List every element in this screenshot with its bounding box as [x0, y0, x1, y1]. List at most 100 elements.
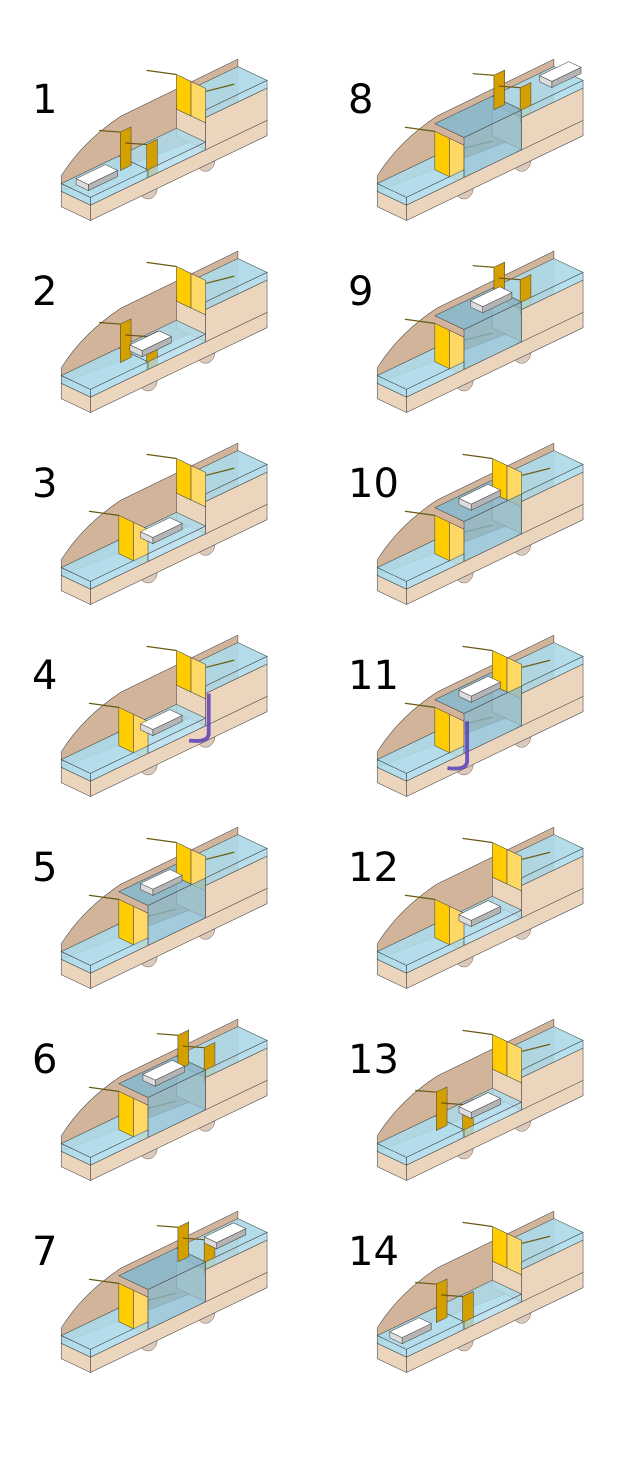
boat-deck	[142, 1060, 186, 1081]
upper-gate-leaf-right	[190, 273, 206, 316]
upper-pool-side	[521, 1039, 584, 1078]
boat-deck	[469, 286, 513, 307]
upper-balance-beam	[182, 1045, 205, 1049]
boat-deck	[458, 676, 502, 697]
panel-number: 14	[348, 1229, 399, 1275]
front-face-water	[60, 567, 91, 590]
upper-pool-side	[521, 847, 584, 886]
upper-balance-beam	[156, 1033, 178, 1036]
lower-gate-leaf-left	[118, 898, 134, 946]
lower-balance-beam	[125, 142, 147, 146]
upper-pool-side	[205, 847, 268, 886]
lock-panel: 13	[316, 990, 632, 1182]
upper-gate-leaf-left	[176, 458, 192, 501]
lock-panel: 4	[0, 606, 316, 798]
boat-deck	[389, 1317, 432, 1338]
lock-panel: 5	[0, 798, 316, 990]
lock-illustration	[376, 250, 584, 413]
lower-gate-leaf-open	[120, 318, 132, 363]
upper-gate-leaf-open	[177, 1221, 189, 1263]
lock-panel: 9	[316, 222, 632, 414]
front-face-water	[60, 759, 91, 782]
front-face-water	[60, 1335, 91, 1358]
lock-illustration	[60, 1210, 268, 1373]
upper-balance-beam	[182, 1237, 205, 1241]
boat-deck	[140, 709, 183, 730]
lower-balance-beam	[88, 1278, 119, 1284]
upper-gate-leaf-right	[506, 1041, 522, 1084]
lower-gate-leaf-open	[120, 126, 132, 171]
panel-number: 7	[32, 1229, 58, 1275]
lower-balance-beam	[404, 702, 435, 708]
upper-pool-side	[205, 463, 268, 502]
panel-number: 12	[348, 845, 399, 891]
boat-deck	[203, 1222, 247, 1243]
lower-balance-beam	[404, 318, 435, 324]
upper-balance-beam	[462, 837, 493, 844]
upper-pool-side	[521, 655, 584, 694]
lower-gate-leaf-left	[434, 898, 450, 946]
lower-balance-beam	[404, 894, 435, 900]
lock-illustration	[376, 1210, 584, 1373]
lock-panel: 10	[316, 414, 632, 606]
lower-gate-leaf-left	[434, 706, 450, 754]
lower-gate-leaf-left	[118, 1282, 134, 1330]
panel-number: 1	[32, 77, 58, 123]
front-face-water	[376, 183, 407, 206]
lock-illustration	[60, 1018, 268, 1181]
panel-number: 11	[348, 653, 399, 699]
panel-number: 13	[348, 1037, 399, 1083]
lower-gate-leaf-open	[436, 1278, 448, 1323]
front-face-water	[60, 183, 91, 206]
boat-deck	[75, 164, 119, 185]
upper-balance-beam	[146, 261, 177, 268]
upper-balance-beam	[146, 837, 177, 844]
upper-gate-leaf-right	[190, 465, 206, 508]
lower-gate-leaf-left	[434, 322, 450, 370]
boat-deck	[140, 517, 183, 538]
lower-balance-beam	[88, 702, 119, 708]
lower-balance-beam	[404, 126, 435, 132]
lower-balance-beam	[88, 894, 119, 900]
upper-balance-beam	[146, 645, 177, 652]
boat-deck	[458, 900, 502, 921]
boat-deck	[458, 484, 502, 505]
lock-illustration	[60, 826, 268, 989]
lock-illustration	[376, 634, 584, 797]
panel-number: 4	[32, 653, 58, 699]
culvert-flow	[188, 693, 211, 743]
upper-gate-leaf-left	[176, 650, 192, 693]
front-face-water	[376, 759, 407, 782]
lock-illustration	[60, 250, 268, 413]
panel-number: 5	[32, 845, 58, 891]
lower-gate-leaf-left	[118, 706, 134, 754]
panel-number: 6	[32, 1037, 58, 1083]
panel-number: 2	[32, 269, 58, 315]
lower-balance-beam	[415, 1089, 437, 1093]
boat-deck	[129, 330, 172, 351]
lock-panel: 7	[0, 1182, 316, 1374]
upper-gate-leaf-left	[176, 266, 192, 309]
lower-gate-leaf-left	[434, 130, 450, 178]
front-face-water	[60, 951, 91, 974]
upper-balance-beam	[472, 73, 494, 76]
lock-panel: 3	[0, 414, 316, 606]
upper-pool-side	[205, 79, 268, 118]
lower-balance-beam	[441, 1294, 463, 1298]
lock-panel: 8	[316, 30, 632, 222]
lower-balance-beam	[88, 510, 119, 516]
upper-balance-beam	[146, 69, 177, 76]
upper-balance-beam	[521, 1235, 551, 1245]
lock-panel: 14	[316, 1182, 632, 1374]
upper-balance-beam	[146, 453, 177, 460]
panel-number: 3	[32, 461, 58, 507]
upper-balance-beam	[521, 467, 551, 477]
lock-illustration	[376, 442, 584, 605]
lock-panel: 12	[316, 798, 632, 990]
upper-pool-side	[205, 1039, 268, 1078]
upper-gate-leaf-left	[492, 1226, 508, 1269]
upper-gate-leaf-right	[190, 657, 206, 700]
front-face-water	[60, 375, 91, 398]
front-face-water	[376, 375, 407, 398]
lock-illustration	[60, 442, 268, 605]
